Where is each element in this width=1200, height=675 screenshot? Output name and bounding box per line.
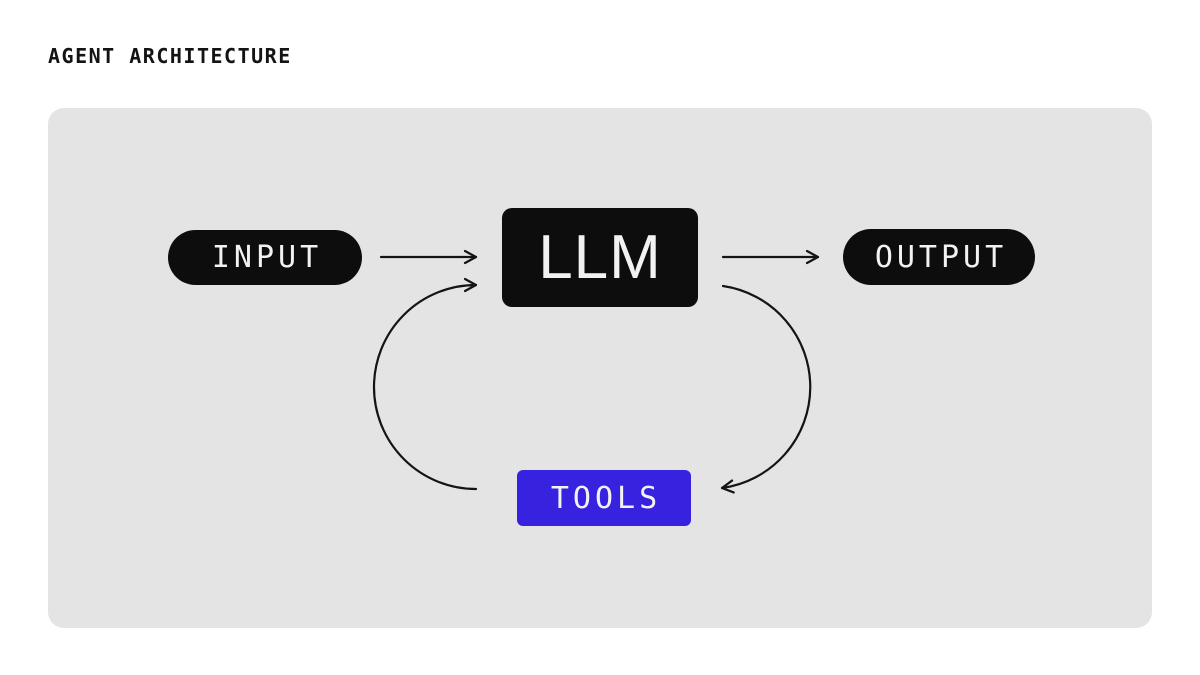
node-llm: LLM [502, 208, 698, 307]
page-title: AGENT ARCHITECTURE [48, 44, 292, 68]
diagram-canvas [48, 108, 1152, 628]
node-tools-label: TOOLS [550, 480, 662, 516]
node-llm-label: LLM [538, 223, 662, 292]
node-input: INPUT [168, 230, 362, 285]
node-input-label: INPUT [211, 240, 323, 275]
node-tools: TOOLS [517, 470, 691, 526]
node-output-label: OUTPUT [874, 239, 1008, 275]
node-output: OUTPUT [843, 229, 1035, 285]
